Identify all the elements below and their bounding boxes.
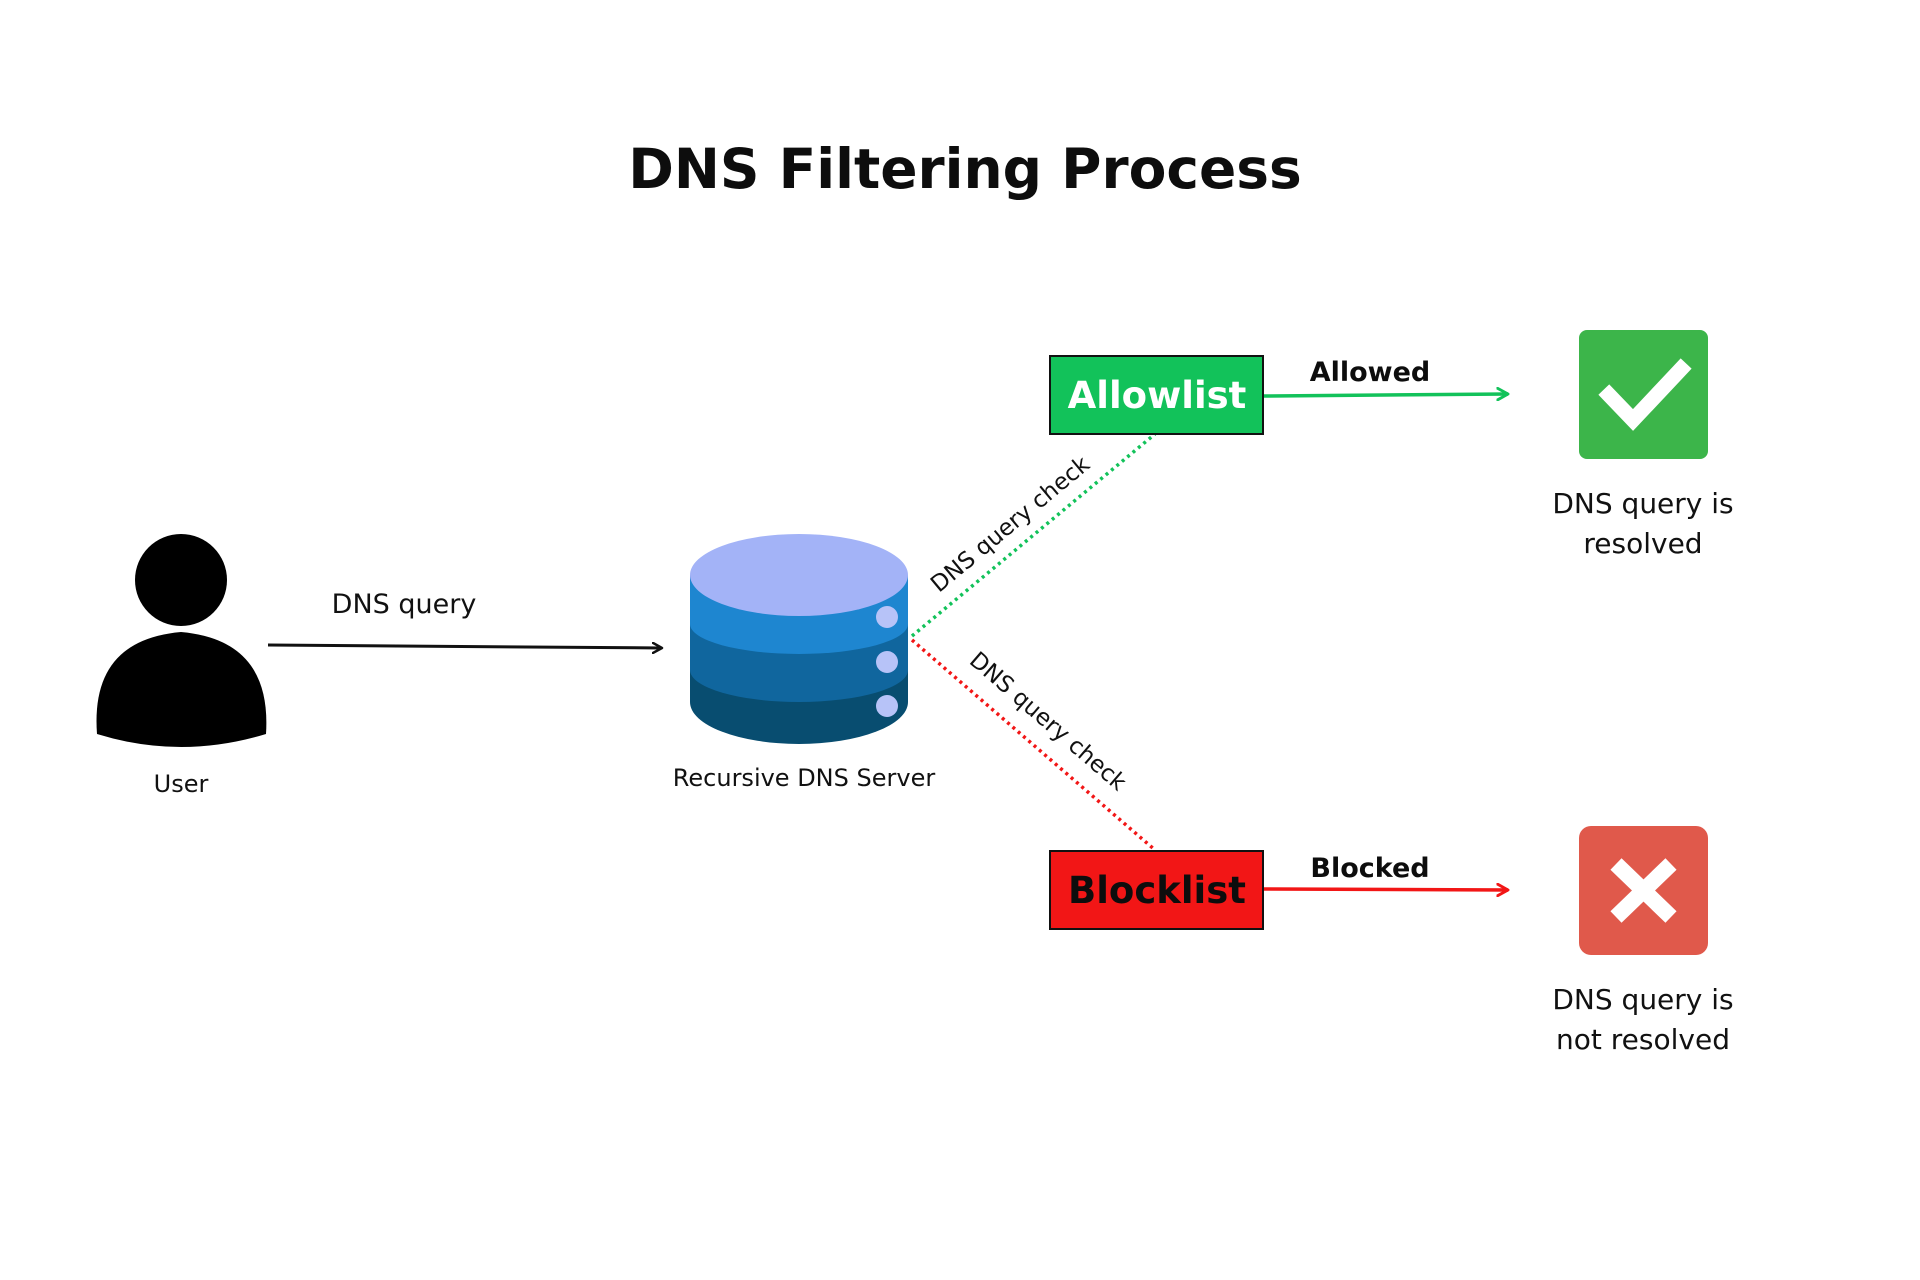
blocked-arrow	[1263, 889, 1508, 890]
allowlist-check-label: DNS query check	[926, 451, 1095, 598]
blocklist-check-label: DNS query check	[964, 647, 1131, 796]
resolved-text-line2: resolved	[1583, 527, 1702, 560]
allowlist-check-line	[910, 432, 1157, 638]
allowed-edge-label: Allowed	[1310, 357, 1431, 388]
blocklist-label: Blocklist	[1068, 869, 1246, 912]
blocklist-box: Blocklist	[1049, 850, 1264, 930]
blocked-edge-label: Blocked	[1310, 853, 1429, 884]
database-server-icon	[690, 534, 908, 744]
user-silhouette-icon	[96, 534, 267, 747]
allowlist-label: Allowlist	[1068, 374, 1247, 417]
not-resolved-text-line1: DNS query is	[1552, 983, 1733, 1016]
allowed-arrow	[1263, 394, 1508, 396]
blocklist-check-line	[910, 638, 1157, 852]
dns-query-edge-label: DNS query	[332, 589, 477, 620]
dns-query-arrow	[267, 645, 662, 648]
user-label: User	[154, 770, 209, 798]
server-label: Recursive DNS Server	[673, 764, 936, 792]
checkmark-icon	[1579, 330, 1708, 459]
resolved-text-line1: DNS query is	[1552, 487, 1733, 520]
cross-icon	[1579, 826, 1708, 955]
not-resolved-text-line2: not resolved	[1556, 1023, 1730, 1056]
diagram-title: DNS Filtering Process	[628, 137, 1302, 201]
allowlist-box: Allowlist	[1049, 355, 1264, 435]
